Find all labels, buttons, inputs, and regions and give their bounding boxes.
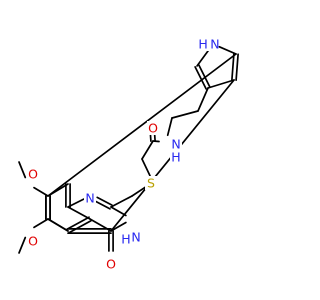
atom-label-background: [130, 230, 142, 244]
single-bond: [110, 195, 133, 208]
atom-label-n-quin1: N: [85, 191, 94, 206]
single-bond: [18, 236, 27, 254]
atom-label-background: [203, 37, 215, 51]
single-bond: [141, 158, 151, 177]
atom-label-background: [27, 167, 39, 181]
atom-label-background: [84, 191, 96, 205]
double-bond: [94, 200, 111, 210]
single-bond: [166, 117, 173, 137]
double-bond: [235, 53, 239, 82]
atom-label-h-quin3: H: [121, 232, 130, 247]
atom-label-n-indole: H N: [198, 37, 219, 52]
single-bond: [171, 110, 199, 119]
atom-label-o-methoxy7: O: [28, 167, 38, 182]
double-bond: [198, 64, 211, 88]
double-bond: [68, 219, 92, 234]
single-bond: [141, 140, 154, 160]
single-bond: [196, 48, 210, 67]
single-bond: [47, 53, 237, 197]
double-bond: [96, 196, 113, 206]
single-bond: [110, 221, 127, 232]
single-bond: [110, 206, 127, 217]
bond-lines: [18, 45, 239, 254]
atom-label-background: [170, 137, 182, 151]
atom-label-s-thio: S: [147, 176, 155, 191]
single-bond: [197, 87, 209, 112]
atom-label-background: [147, 121, 159, 135]
atom-label-o-methoxy6: O: [28, 234, 38, 249]
atom-label-background: [145, 176, 157, 190]
atom-label-o-amide: O: [148, 121, 158, 136]
atom-label-n-quin3: N: [131, 230, 140, 245]
single-bond: [33, 186, 49, 197]
atom-label-background: [105, 257, 117, 271]
single-bond: [152, 140, 160, 143]
single-bond: [131, 185, 149, 197]
atom-label-background: [170, 150, 182, 164]
atom-label-h-amide: H: [171, 150, 180, 165]
single-bond: [89, 218, 112, 232]
double-bond: [149, 133, 152, 142]
double-bond: [231, 52, 235, 81]
atom-label-background: [120, 232, 132, 246]
single-bond: [47, 218, 69, 232]
atom-label-o-carbonyl: O: [106, 257, 116, 272]
atom-label-background: [27, 234, 39, 248]
single-bond: [18, 161, 27, 179]
double-bond: [66, 216, 90, 231]
atom-label-n-amide: N: [171, 137, 180, 152]
single-bond: [67, 206, 91, 220]
double-bond: [194, 66, 207, 90]
single-bond: [207, 79, 235, 89]
single-bond: [218, 45, 237, 55]
single-bond: [33, 218, 49, 229]
single-bond: [47, 183, 69, 197]
